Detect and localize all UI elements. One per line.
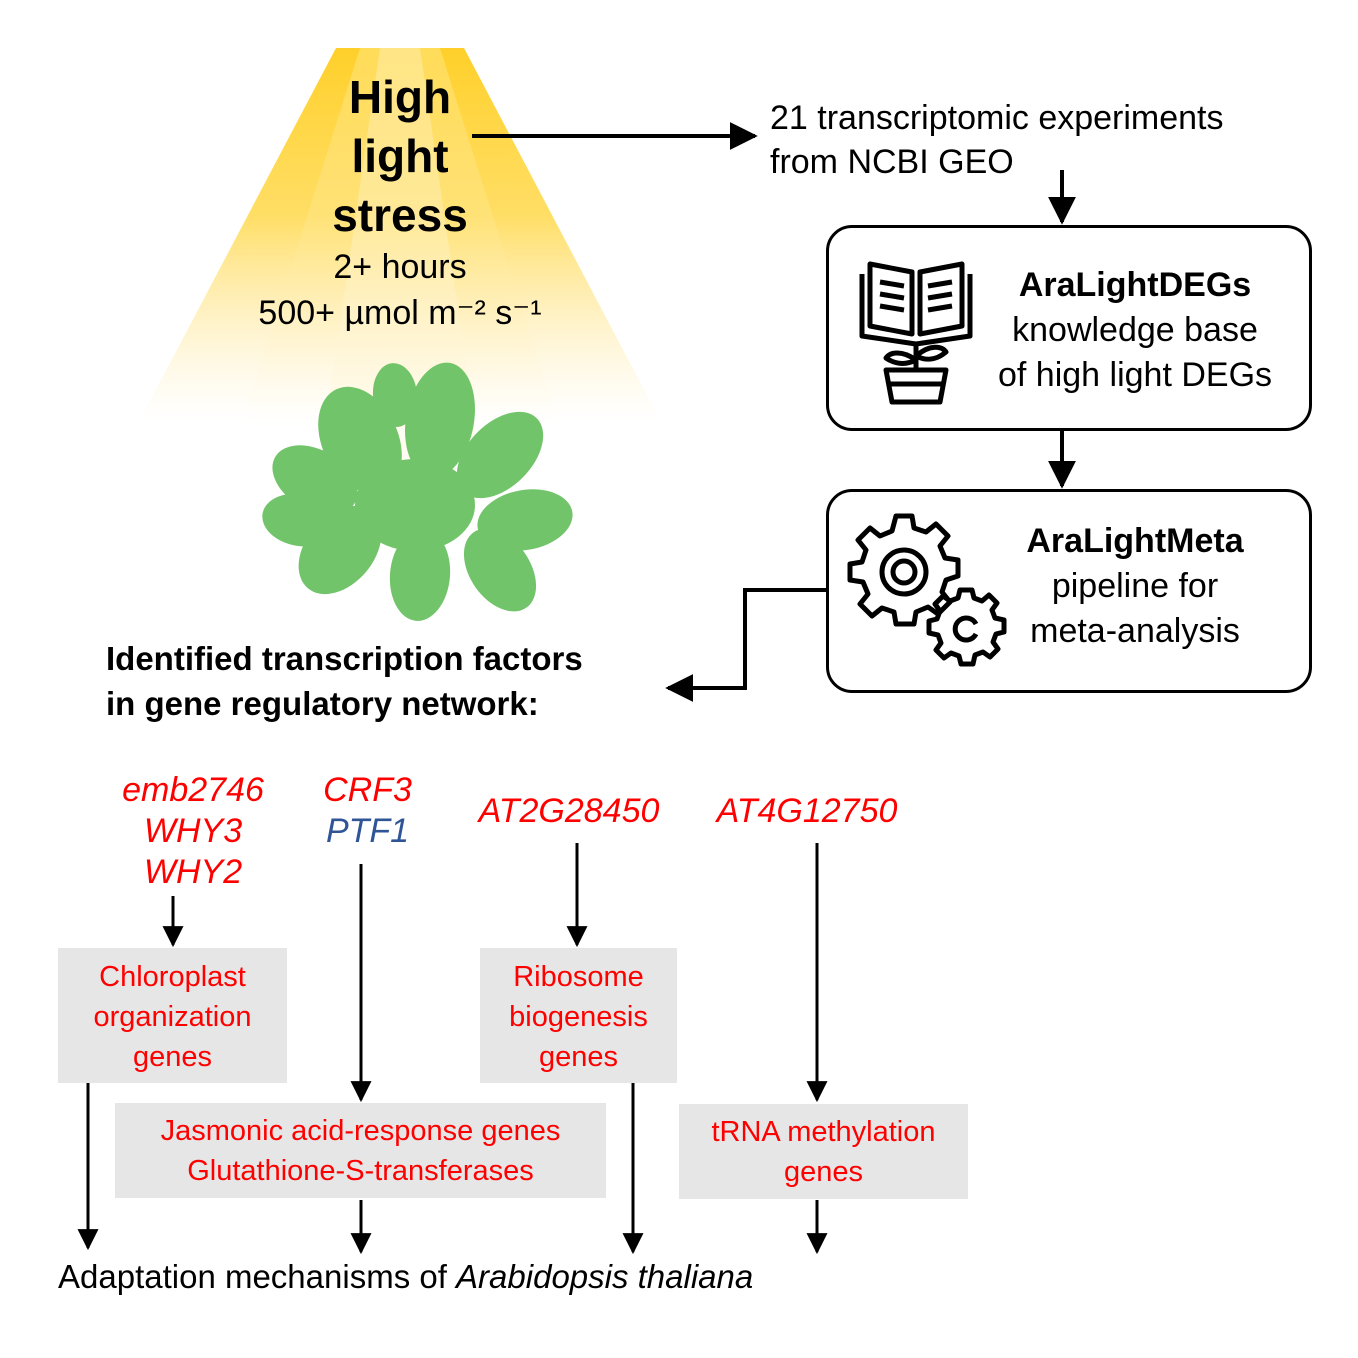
stress-intensity: 500+ µmol m⁻² s⁻¹ [258,294,542,332]
tf-ptf1: PTF1 [325,812,410,850]
tf-at2g28450: AT2G28450 [478,792,660,830]
knowledge-box-name: AraLightDEGs [1018,266,1252,304]
gene-set-ribosome-line1: Ribosome [513,961,644,993]
gene-set-chloroplast-line3: genes [132,1041,212,1073]
tf-heading-line1: Identified transcription factors [106,640,583,677]
stress-title-line1: High [348,71,452,123]
knowledge-base-box [826,225,1312,431]
gene-set-trna-line1: tRNA methylation [711,1116,936,1148]
source-line2: from NCBI GEO [770,143,1014,181]
tf-emb2746: emb2746 [122,771,264,809]
gene-set-ribosome-line3: genes [538,1041,618,1073]
tf-why3: WHY3 [143,812,243,850]
gene-set-jasmonic-line2: Glutathione-S-transferases [187,1155,534,1187]
tf-heading-line2: in gene regulatory network: [106,685,539,722]
pipeline-box-name: AraLightMeta [1026,522,1244,560]
footer-prefix: Adaptation mechanisms of [58,1258,457,1295]
gene-set-chloroplast: Chloroplast organization genes [58,948,287,1083]
stress-title-line2: light [351,130,449,182]
tf-why2: WHY2 [143,853,243,891]
stress-title: High light stress [280,68,520,245]
pipeline-box-text: AraLightMeta pipeline for meta-analysis [985,519,1285,654]
gears-icon [847,513,1007,667]
knowledge-box-text: AraLightDEGs knowledge base of high ligh… [970,263,1300,398]
gene-set-jasmonic-line1: Jasmonic acid-response genes [160,1115,561,1147]
pipeline-box-line2: pipeline for [1051,567,1219,605]
gene-set-ribosome-line2: biogenesis [509,1001,648,1033]
source-text: 21 transcriptomic experiments from NCBI … [770,96,1224,184]
gene-set-trna: tRNA methylation genes [679,1104,968,1199]
gene-set-chloroplast-line2: organization [93,1001,252,1033]
gene-set-trna-line2: genes [783,1156,863,1188]
book-plant-icon [859,261,973,405]
stress-title-line3: stress [332,189,468,241]
light-cone-icon [140,48,660,460]
gene-set-ribosome: Ribosome biogenesis genes [480,948,677,1083]
arrow-pipeline-to-heading [665,588,826,702]
arabidopsis-plant-icon [262,362,573,621]
footer-species: Arabidopsis thaliana [456,1258,754,1295]
tf-crf3: CRF3 [323,771,412,809]
tf-heading: Identified transcription factors in gene… [106,636,583,726]
gene-set-jasmonic: Jasmonic acid-response genes Glutathione… [115,1103,606,1198]
source-line1: 21 transcriptomic experiments [770,99,1224,137]
pipeline-box-line3: meta-analysis [1030,612,1240,650]
knowledge-box-line2: knowledge base [1012,311,1258,349]
stress-duration: 2+ hours [333,248,467,286]
adaptation-footer: Adaptation mechanisms of Arabidopsis tha… [58,1258,753,1296]
tf-group-1: emb2746 WHY3 WHY2 [103,770,283,893]
tf-group-2: CRF3 PTF1 [300,770,435,852]
pipeline-box [826,489,1312,693]
knowledge-box-line3: of high light DEGs [997,356,1273,394]
tf-at4g12750: AT4G12750 [716,792,898,830]
gene-set-chloroplast-line1: Chloroplast [99,961,246,993]
